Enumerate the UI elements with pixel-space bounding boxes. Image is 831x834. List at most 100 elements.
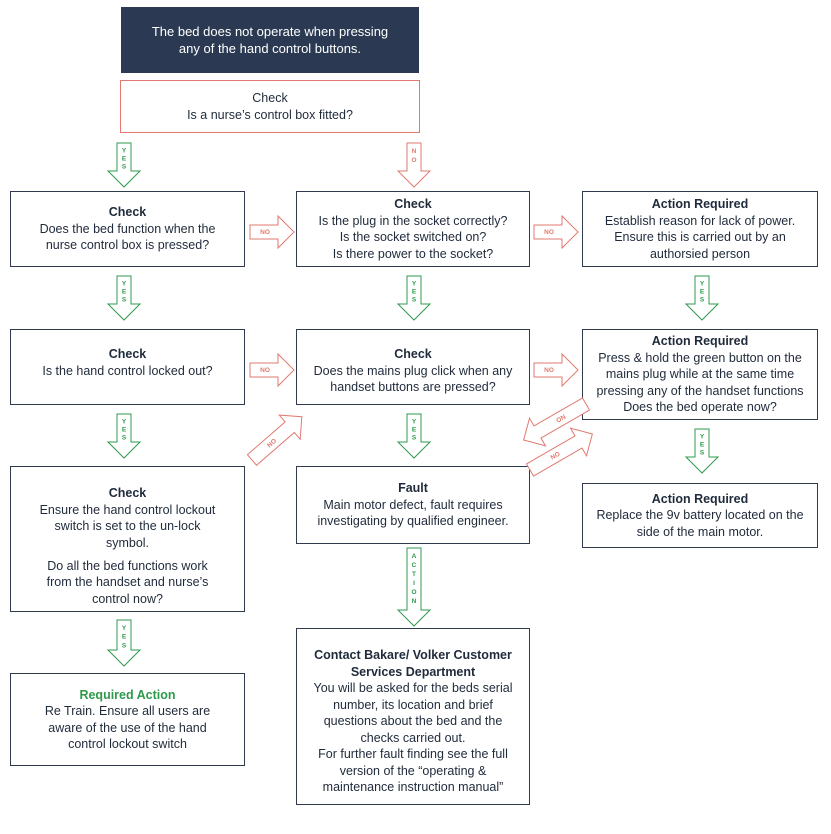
svg-text:E: E [122,634,127,641]
yes-arrow-lockoutswitch-to-retrain: YES [106,619,142,667]
check-lockout-switch-line-3: symbol. [105,535,150,550]
action-green-button-line-4: Does the bed operate now? [623,400,777,415]
svg-text:Y: Y [412,281,417,288]
svg-text:NO: NO [544,229,554,236]
retrain-title: Required Action [79,687,176,702]
yes-arrow-mainsclick-to-fault: YES [396,413,432,459]
svg-text:S: S [700,297,705,304]
action-battery-line-1: Replace the 9v battery located on the [596,508,804,523]
svg-text:S: S [122,642,127,649]
svg-text:A: A [412,553,417,560]
retrain-line-2: aware of the use of the hand [48,720,207,735]
action-green-button-line-2: mains plug while at the same time [605,367,795,382]
check-mains-click-line-1: Does the mains plug click when any [313,363,513,378]
no-arrow-nurse-to-plug: NO [396,142,432,188]
action-power-line-2: Ensure this is carried out by an [614,230,786,244]
check-locked-title: Check [108,347,147,361]
svg-text:S: S [122,297,127,304]
start-line-1: The bed does not operate when pressing [151,23,389,39]
svg-text:Y: Y [412,419,417,426]
svg-text:S: S [122,164,127,171]
check-lockout-switch-line-6: control now? [92,591,163,606]
svg-text:E: E [700,442,705,449]
no-arrow-plug-to-power: NO [533,214,579,250]
svg-text:E: E [122,427,127,434]
no-arrow-bedfunction-to-plug: NO [249,214,295,250]
check-bed-function-title: Check [108,205,147,220]
action-battery-line-2: side of the main motor. [636,524,764,539]
check-bed-function-line-2: nurse control box is pressed? [45,238,210,253]
no-arrow-greenbutton-to-fault: NO [523,397,591,447]
action-green-button-title: Action Required [651,334,749,349]
svg-text:Y: Y [700,434,705,441]
check-plug-line-2: Is the socket switched on? [339,230,487,244]
svg-text:NO: NO [260,367,270,374]
check-lockout-switch-box: Check Ensure the hand control lockout sw… [10,466,245,612]
fault-line-2: investigating by qualified engineer. [317,514,509,529]
action-power-line-1: Establish reason for lack of power. [604,213,796,228]
contact-line-5: For further fault finding see the full [318,747,508,761]
check-mains-click-line-2: handset buttons are pressed? [330,380,496,394]
svg-text:NO: NO [550,451,562,462]
svg-text:S: S [412,435,417,442]
check-nurse-line-1: Is a nurse’s control box fitted? [187,107,353,122]
action-green-button-line-3: pressing any of the handset functions [596,383,804,398]
check-lockout-switch-line-5: from the handset and nurse’s [46,575,209,589]
yes-arrow-plug-to-mainsclick: YES [396,275,432,321]
svg-text:S: S [122,435,127,442]
action-green-button-line-1: Press & hold the green button on the [598,350,802,365]
contact-line-6: version of the “operating & [339,763,487,778]
contact-box: Contact Bakare/ Volker Customer Services… [296,628,530,805]
svg-text:Y: Y [122,625,127,632]
svg-text:E: E [412,289,417,296]
check-nurse-box: Check Is a nurse’s control box fitted? [120,80,420,133]
check-plug-title: Check [394,197,432,211]
action-power-title: Action Required [651,197,749,211]
yes-arrow-locked-to-lockoutswitch: YES [106,413,142,459]
contact-line-2: number, its location and brief [333,697,493,712]
svg-text:NO: NO [266,438,278,450]
start-box: The bed does not operate when pressing a… [121,7,419,73]
yes-arrow-greenbutton-to-battery: YES [684,428,720,474]
check-plug-box: Check Is the plug in the socket correctl… [296,191,530,267]
svg-text:E: E [122,156,127,163]
check-locked-line-1: Is the hand control locked out? [42,363,213,378]
check-bed-function-line-1: Does the bed function when the [39,221,216,236]
svg-text:E: E [700,289,705,296]
check-lockout-switch-line-4: Do all the bed functions work [47,558,208,573]
fault-box: Fault Main motor defect, fault requires … [296,466,530,544]
action-battery-box: Action Required Replace the 9v battery l… [582,483,818,548]
check-lockout-switch-line-2: switch is set to the un-lock [54,519,201,533]
action-power-line-3: authorsied person [649,246,751,261]
no-arrow-locked-to-mainsclick: NO [249,352,295,388]
no-arrow-lockoutswitch-to-mainsclick: NO [246,414,303,466]
contact-title-2: Services Department [350,664,476,679]
svg-text:Y: Y [700,281,705,288]
svg-text:Y: Y [122,419,127,426]
svg-text:NO: NO [544,367,554,374]
check-plug-line-1: Is the plug in the socket correctly? [318,213,508,228]
svg-text:O: O [411,157,416,164]
fault-line-1: Main motor defect, fault requires [323,497,503,512]
svg-text:T: T [412,571,416,578]
check-lockout-switch-line-1: Ensure the hand control lockout [39,502,216,517]
svg-text:C: C [412,562,417,569]
no-arrow-mainsclick-to-greenbutton: NO [533,352,579,388]
yes-arrow-bedfunction-to-locked: YES [106,275,142,321]
yes-arrow-nurse-to-bedfunction: YES [106,142,142,188]
check-mains-click-title: Check [394,347,432,361]
check-plug-line-3: Is there power to the socket? [332,246,494,261]
svg-text:NO: NO [260,229,270,236]
fault-title: Fault [398,481,428,496]
retrain-line-1: Re Train. Ensure all users are [44,704,211,718]
contact-line-3: questions about the bed and the [323,714,503,728]
svg-text:E: E [412,427,417,434]
action-green-button-box: Action Required Press & hold the green b… [582,329,818,420]
svg-text:NO: NO [555,412,567,423]
contact-title-1: Contact Bakare/ Volker Customer [314,648,512,662]
contact-line-7: maintenance instruction manual” [322,780,504,794]
check-bed-function-box: Check Does the bed function when the nur… [10,191,245,267]
svg-text:S: S [700,450,705,457]
